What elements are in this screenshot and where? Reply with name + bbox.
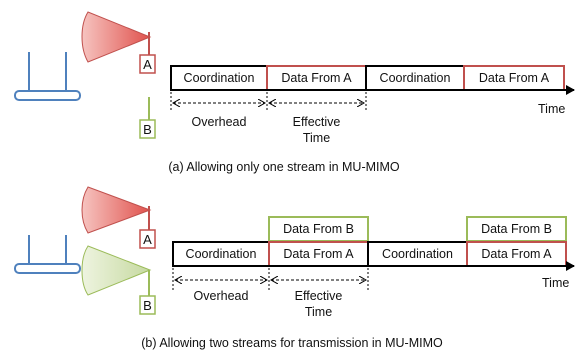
slot-label: Coordination [184,71,255,85]
client-a-label: A [143,232,152,247]
client-b-icon: B [139,97,156,139]
slot-label: Data From A [481,247,552,261]
time-label: Time [542,276,569,290]
slot-label: Coordination [382,247,453,261]
effective-label: Time [305,305,332,319]
client-a-label: A [143,57,152,72]
effective-label: Effective [293,115,341,129]
slot-data-b [466,216,567,242]
slot-label: Coordination [186,247,257,261]
caption-a: (a) Allowing only one stream in MU-MIMO [168,160,400,174]
slot-data-b [268,216,369,242]
overhead-label: Overhead [192,115,247,129]
slot-label: Data From A [283,247,354,261]
beam-b-icon [81,245,152,296]
effective-label: Effective [295,289,343,303]
time-label: Time [538,102,565,116]
slot-label: Coordination [380,71,451,85]
overhead-label: Overhead [194,289,249,303]
panel-a: A B Coordination Data From A Coordinatio… [14,11,575,174]
client-a-icon: A [139,206,156,249]
client-b-icon: B [139,270,156,315]
client-a-icon: A [139,32,156,74]
slot-data-a [466,241,567,267]
slot-label: Data From A [479,71,550,85]
router-icon [14,52,81,101]
client-b-label: B [143,298,152,313]
client-b-label: B [143,122,152,137]
slot-label: Data From B [283,222,354,236]
slot-label: Data From A [281,71,352,85]
effective-label: Time [303,131,330,145]
caption-b: (b) Allowing two streams for transmissio… [141,336,443,350]
panel-b: A B Data From B Data From B Coordination… [14,186,575,350]
slot-label: Data From B [481,222,552,236]
beam-a-icon [81,186,152,234]
beam-a-icon [81,11,152,63]
router-icon [14,235,81,274]
